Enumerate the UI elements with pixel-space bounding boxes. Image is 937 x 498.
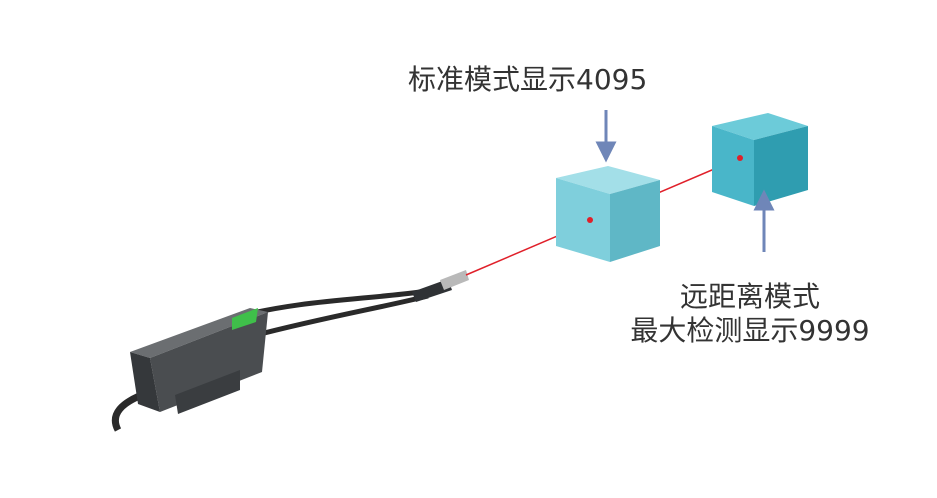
sensor-head — [412, 270, 469, 302]
standard-mode-label: 标准模式显示4095 — [408, 63, 648, 96]
far-target-cube — [712, 113, 808, 206]
laser-spot-far — [737, 155, 743, 161]
long-range-line-1: 远距离模式 — [679, 280, 820, 313]
status-led — [232, 308, 258, 330]
near-target-cube — [556, 166, 660, 262]
long-range-mode-label: 远距离模式 最大检测显示9999 — [600, 280, 900, 348]
long-range-line-2: 最大检测显示9999 — [630, 314, 870, 347]
laser-spot-near — [587, 217, 593, 223]
amplifier-unit — [130, 308, 268, 414]
